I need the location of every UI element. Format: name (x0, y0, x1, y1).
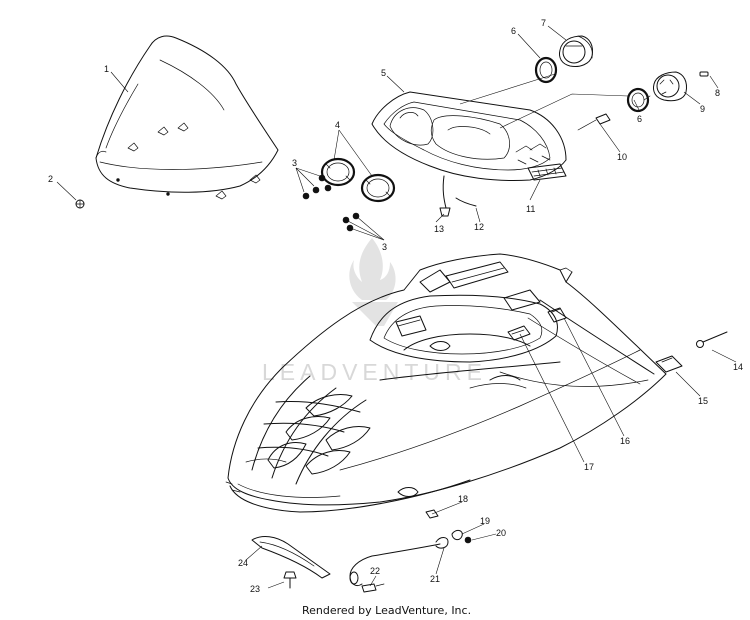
callout-3a: 3 (292, 158, 297, 168)
decal-15 (655, 355, 683, 373)
socket-13 (439, 175, 451, 217)
watermark-text: LEADVENTURE (262, 359, 487, 385)
callout-24: 24 (238, 558, 248, 568)
bulb-8 (699, 71, 709, 77)
callout-10: 10 (617, 152, 627, 162)
watermark-flame-logo (349, 238, 398, 326)
callout-6b: 6 (637, 114, 642, 124)
footer-credit: Rendered by LeadVenture, Inc. (302, 604, 471, 617)
callout-7: 7 (541, 18, 546, 28)
windshield-screw (75, 199, 85, 209)
clip-18 (425, 509, 439, 519)
callout-16: 16 (620, 436, 630, 446)
switch-10 (577, 113, 611, 131)
gauge-ring-6-lower (626, 87, 650, 113)
callout-15: 15 (698, 396, 708, 406)
callout-14: 14 (733, 362, 743, 372)
callout-6a: 6 (511, 26, 516, 36)
callout-13: 13 (434, 224, 444, 234)
gauge-9 (643, 71, 687, 102)
gauge-ring-6-upper (534, 56, 558, 84)
clip-22 (361, 583, 385, 593)
callout-1: 1 (104, 64, 109, 74)
clip-19 (451, 529, 463, 541)
callout-22: 22 (370, 566, 380, 576)
callout-8: 8 (715, 88, 720, 98)
callout-18: 18 (458, 494, 468, 504)
watermark: LEADVENTURE (262, 238, 487, 385)
bracket-24 (251, 536, 331, 579)
callout-2: 2 (48, 174, 53, 184)
nut-20 (464, 536, 472, 544)
leader-lines (56, 25, 737, 589)
callout-19: 19 (480, 516, 490, 526)
callout-11: 11 (526, 204, 535, 214)
callout-5: 5 (381, 68, 386, 78)
fastener-14 (696, 331, 728, 348)
wire-12 (455, 197, 477, 207)
callout-17: 17 (584, 462, 594, 472)
cable-21 (349, 537, 449, 587)
callout-21: 21 (430, 574, 440, 584)
callout-23: 23 (250, 584, 260, 594)
callout-12: 12 (474, 222, 484, 232)
callout-9: 9 (700, 104, 705, 114)
hood-body (225, 253, 667, 513)
callout-20: 20 (496, 528, 506, 538)
gauge-rings (320, 157, 396, 203)
callout-labels: 1 2 3 3 4 5 6 6 7 8 9 10 11 12 13 14 15 … (48, 18, 743, 594)
screw-23 (283, 571, 297, 589)
callout-3b: 3 (382, 242, 387, 252)
callout-4: 4 (335, 120, 340, 130)
instrument-pod (371, 91, 567, 181)
gauge-7 (559, 35, 593, 67)
windshield (95, 35, 279, 200)
